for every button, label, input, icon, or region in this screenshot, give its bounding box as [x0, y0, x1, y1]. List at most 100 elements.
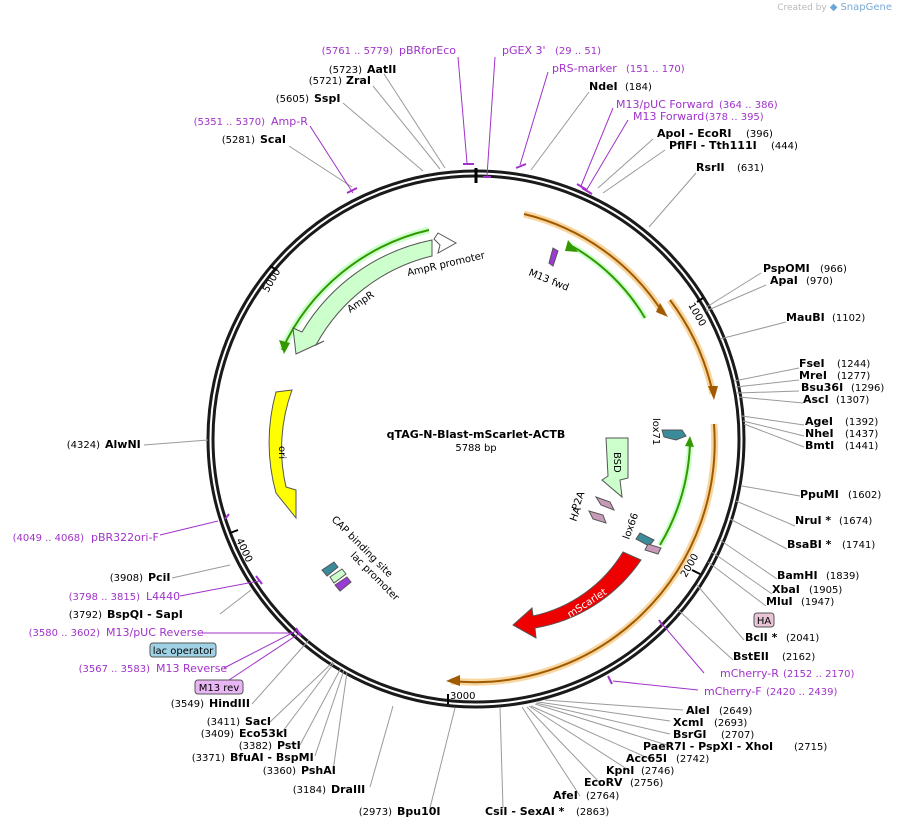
enzyme-name: BsaBI * — [787, 538, 832, 551]
enzyme-pos: (184) — [625, 82, 652, 93]
primers: (5761 .. 5779) pBRforEco pGEX 3' (29 .. … — [13, 44, 855, 698]
enzyme-pos: (1437) — [845, 429, 878, 440]
enzyme-pos: (2715) — [794, 742, 827, 753]
enzyme-name: PstI — [277, 739, 301, 752]
enzyme-pos: (2162) — [782, 652, 815, 663]
m13-rev-box: M13 rev — [194, 679, 244, 695]
enzyme-name: RsrII — [696, 161, 725, 174]
enzyme-name: BsrGI — [673, 728, 706, 741]
enzyme-pos: (3360) — [263, 766, 296, 777]
enzyme-pos: (5605) — [276, 94, 309, 105]
ha-feature-label: HA — [568, 506, 583, 523]
enzyme-pos: (2041) — [786, 633, 819, 644]
primer-name: pBRforEco — [399, 44, 456, 57]
highlight-arcs — [446, 210, 719, 686]
enzyme-pos: (3908) — [110, 573, 143, 584]
lac-operator-label: lac operator — [153, 646, 214, 657]
enzyme-pos: (1839) — [826, 571, 859, 582]
enzyme-name: PciI — [148, 571, 170, 584]
enzyme-pos: (1441) — [845, 441, 878, 452]
plasmid-name: qTAG-N-Blast-mScarlet-ACTB — [387, 428, 566, 441]
snapgene-logo-icon: ◆ — [829, 2, 838, 13]
enzyme-name: BclI * — [745, 631, 778, 644]
enzyme-name: CsiI - SexAI * — [485, 805, 565, 818]
enzyme-name: PaeR7I - PspXI - XhoI — [643, 740, 773, 753]
enzyme-pos: (2707) — [721, 730, 754, 741]
primer-pos: (5761 .. 5779) — [322, 46, 394, 57]
primer-name: M13 Reverse — [156, 662, 227, 675]
enzyme-pos: (1102) — [832, 313, 865, 324]
enzyme-name: MreI — [799, 369, 827, 382]
enzyme-name: BfuAI - BspMI — [230, 751, 314, 764]
enzyme-pos: (2742) — [676, 754, 709, 765]
enzyme-pos: (1277) — [837, 371, 870, 382]
enzyme-name: XcmI — [673, 716, 704, 729]
enzyme-name: BspQI - SapI — [107, 608, 183, 621]
enzyme-pos: (3549) — [171, 699, 204, 710]
enzyme-pos: (2764) — [586, 791, 619, 802]
enzyme-pos: (3409) — [201, 729, 234, 740]
enzyme-pos: (2756) — [630, 778, 663, 789]
green-arcs — [565, 240, 694, 547]
tick-3000: 3000 — [450, 691, 475, 702]
backbone — [206, 168, 746, 709]
ori-label: ori — [276, 446, 287, 459]
enzyme-name: MluI — [766, 595, 793, 608]
enzyme-pos: (396) — [746, 129, 773, 140]
enzyme-name: PshAI — [301, 764, 336, 777]
enzyme-pos: (444) — [771, 141, 798, 152]
enzyme-name: NruI * — [795, 514, 831, 527]
enzyme-name: Bsu36I — [801, 381, 843, 394]
enzyme-name: SacI — [245, 715, 271, 728]
enzyme-name: Bpu10I — [397, 805, 441, 818]
small-features: P2A HA lox66 lox71 M13 fwd — [527, 247, 687, 555]
enzyme-name: EcoRV — [584, 776, 623, 789]
enzymes-bottom: AleI (2649) XcmI (2693) BsrGI (2707) Pae… — [171, 697, 828, 818]
enzyme-pos: (1392) — [845, 417, 878, 428]
enzyme-name: ApaI — [770, 274, 798, 287]
enzyme-name: NdeI — [589, 80, 618, 93]
enzyme-pos: (1947) — [801, 597, 834, 608]
snapgene-label: SnapGene — [840, 2, 892, 13]
enzymes-right: PspOMI (966) ApaI (970) MauBI (1102) Fse… — [733, 262, 884, 663]
enzymes-top: (5723) AatII (5721) ZraI (5605) SspI (52… — [222, 63, 798, 174]
enzyme-name: AscI — [803, 393, 829, 406]
enzyme-pos: (2746) — [641, 766, 674, 777]
enzyme-pos: (3792) — [69, 610, 102, 621]
enzyme-pos: (3382) — [239, 741, 272, 752]
enzyme-pos: (5281) — [222, 135, 255, 146]
enzyme-pos: (3184) — [293, 785, 326, 796]
enzyme-pos: (966) — [820, 264, 847, 275]
enzyme-pos: (1602) — [848, 490, 881, 501]
primer-pos: (29 .. 51) — [555, 46, 601, 57]
enzyme-pos: (1674) — [839, 516, 872, 527]
primer-name: L4440 — [146, 590, 180, 603]
enzyme-name: MauBI — [786, 311, 825, 324]
enzyme-pos: (1244) — [837, 359, 870, 370]
enzyme-name: AgeI — [805, 415, 833, 428]
primer-pos: (364 .. 386) — [719, 100, 778, 111]
enzyme-name: XbaI — [772, 583, 800, 596]
enzyme-pos: (1741) — [842, 540, 875, 551]
enzyme-name: DraIII — [331, 783, 365, 796]
primer-pos: (151 .. 170) — [626, 64, 685, 75]
enzyme-name: FseI — [799, 357, 825, 370]
mscarlet-feature: mScarlet — [512, 551, 642, 639]
primer-name: pGEX 3' — [502, 44, 546, 57]
created-by-label: Created by — [777, 2, 827, 13]
enzyme-pos: (1307) — [836, 395, 869, 406]
snapgene-branding: Created by ◆ SnapGene — [777, 2, 892, 13]
m13-fwd-label: M13 fwd — [527, 268, 570, 294]
enzyme-pos: (970) — [806, 276, 833, 287]
enzyme-name: AlwNI — [105, 438, 141, 451]
enzyme-name: BmtI — [805, 439, 834, 452]
primer-name: pRS-marker — [552, 62, 617, 75]
enzyme-name: ZraI — [346, 74, 371, 87]
primer-name: mCherry-R — [720, 667, 779, 680]
enzyme-pos: (5723) — [329, 65, 362, 76]
enzyme-pos: (2973) — [359, 807, 392, 818]
enzyme-pos: (1296) — [851, 383, 884, 394]
enzyme-pos: (4324) — [67, 440, 100, 451]
enzyme-name: PspOMI — [763, 262, 810, 275]
